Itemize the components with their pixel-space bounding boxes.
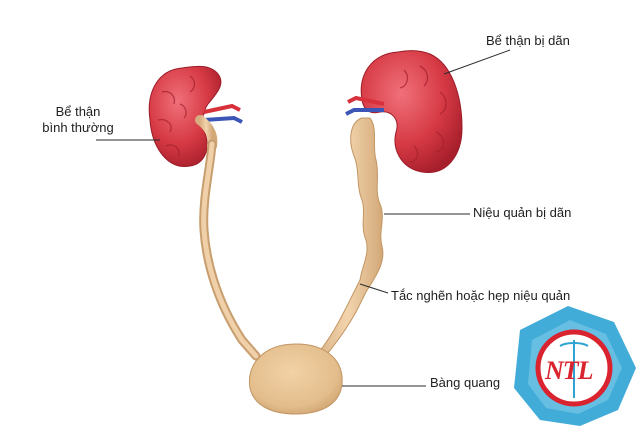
ntl-logo: [514, 306, 636, 426]
dilated-kidney: [345, 50, 463, 173]
bladder: [248, 343, 343, 415]
label-dilated-kidney: Bể thận bị dãn: [486, 33, 570, 48]
logo-text: NTL: [545, 356, 594, 385]
dilated-ureter: [310, 117, 384, 361]
label-normal-kidney: Bể thận bình thường: [28, 104, 128, 136]
leader-obstruction: [359, 283, 389, 294]
leader-dilated-kidney: [443, 49, 511, 75]
label-normal-kidney-line2: bình thường: [42, 120, 114, 135]
label-normal-kidney-line1: Bể thận: [55, 104, 101, 119]
normal-kidney: [148, 65, 243, 167]
label-obstruction: Tắc nghẽn hoặc hẹp niệu quản: [391, 288, 571, 303]
label-bladder: Bàng quang: [430, 375, 501, 390]
leader-lines: [96, 49, 511, 387]
label-dilated-ureter: Niệu quản bị dãn: [473, 205, 572, 220]
